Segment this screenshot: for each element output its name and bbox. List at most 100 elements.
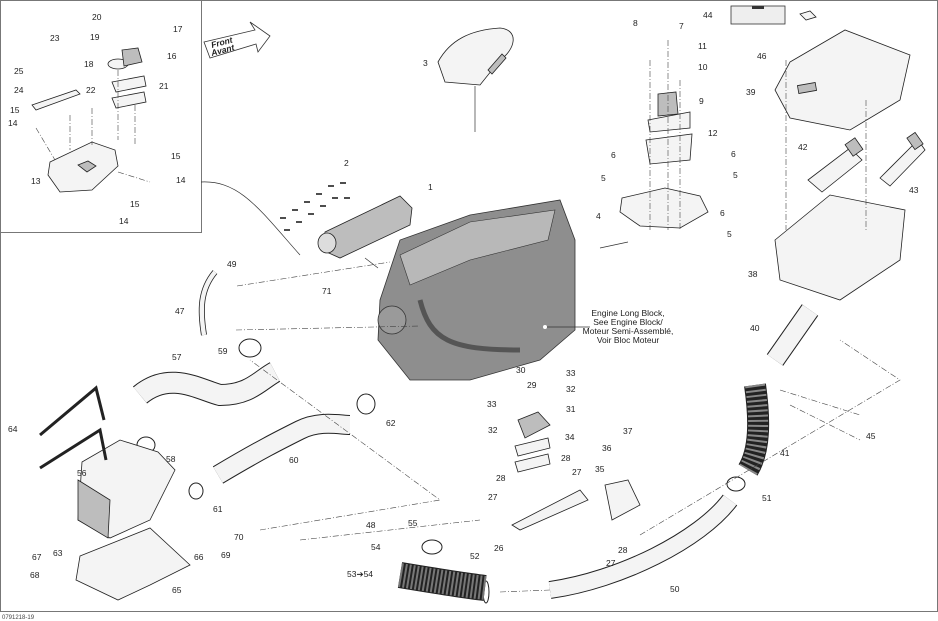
callout-63: 63: [53, 548, 63, 558]
callout-53: 53➔54: [347, 569, 373, 579]
callout-19: 19: [90, 32, 100, 42]
callout-57: 57: [172, 352, 182, 362]
bellows-41: [738, 383, 770, 476]
callout-52: 52: [470, 551, 480, 561]
callout-15a: 15: [10, 105, 20, 115]
engine-long-block: [377, 199, 576, 381]
main-dash-lines: [235, 261, 901, 593]
intercooler-hose-60: [212, 413, 351, 484]
callout-46: 46: [757, 51, 767, 61]
callout-58: 58: [166, 454, 176, 464]
engine-note-line-1: Engine Long Block,: [591, 308, 664, 318]
callout-69: 69: [221, 550, 231, 560]
callout-39: 39: [746, 87, 756, 97]
callout-44: 44: [703, 10, 713, 20]
bolts-2: [280, 182, 350, 231]
callout-30: 30: [516, 365, 526, 375]
callout-42: 42: [798, 142, 808, 152]
callout-60: 60: [289, 455, 299, 465]
callout-34: 34: [565, 432, 575, 442]
callout-5b: 5: [733, 170, 738, 180]
callout-54: 54: [371, 542, 381, 552]
warning-label-44: [730, 5, 817, 25]
hose-43: [879, 131, 926, 187]
callout-18: 18: [84, 59, 94, 69]
engine-note: Engine Long Block, See Engine Block/ Mot…: [583, 308, 674, 345]
shims-21: [111, 75, 147, 109]
callout-45: 45: [866, 431, 876, 441]
callout-28a: 28: [496, 473, 506, 483]
callout-65: 65: [172, 585, 182, 595]
hose-47: [198, 270, 218, 336]
callout-33b: 33: [566, 368, 576, 378]
support-plate-65: [75, 527, 191, 601]
bellows-53: [397, 562, 487, 601]
callout-27b: 27: [572, 467, 582, 477]
callout-48: 48: [366, 520, 376, 530]
engine-note-line-2: See Engine Block/: [593, 317, 663, 327]
callout-17: 17: [173, 24, 183, 34]
callout-12: 12: [708, 128, 718, 138]
rear-mount-assembly: [599, 40, 709, 249]
callout-9: 9: [699, 96, 704, 106]
inset-box: [0, 0, 202, 233]
callout-26: 26: [494, 543, 504, 553]
callout-20: 20: [92, 12, 102, 22]
front-mount-26: [511, 489, 589, 531]
hose-42: [807, 137, 864, 193]
callout-31: 31: [566, 404, 576, 414]
callout-8: 8: [633, 18, 638, 28]
callout-14c: 14: [119, 216, 129, 226]
tube-40: [766, 304, 819, 366]
callout-3: 3: [423, 58, 428, 68]
callout-68: 68: [30, 570, 40, 580]
mount-plate-22: [31, 89, 81, 111]
intercooler-hose-57: [132, 362, 281, 407]
callout-27c: 27: [606, 558, 616, 568]
callout-25: 25: [14, 66, 24, 76]
callout-71: 71: [322, 286, 332, 296]
straps-64: [39, 385, 108, 470]
callout-64: 64: [8, 424, 18, 434]
callout-6a: 6: [611, 150, 616, 160]
engine-cover-3: [437, 27, 514, 132]
engine-note-line-4: Voir Bloc Moteur: [597, 335, 660, 345]
airbox-base-38: [774, 194, 906, 301]
callout-32a: 32: [488, 425, 498, 435]
rubber-mount-18: [107, 47, 143, 70]
callout-70: 70: [234, 532, 244, 542]
intercooler-56: [77, 439, 176, 539]
front-direction-arrow: Front Avant: [203, 21, 271, 59]
inset-dash-lines: [35, 70, 151, 183]
callout-6b: 6: [731, 149, 736, 159]
figure-id: 0791218-19: [2, 615, 35, 621]
callout-28c: 28: [618, 545, 628, 555]
callout-59: 59: [218, 346, 228, 356]
callout-55: 55: [408, 518, 418, 528]
callout-15b: 15: [171, 151, 181, 161]
callout-27a: 27: [488, 492, 498, 502]
callout-4: 4: [596, 211, 601, 221]
intake-manifold-1: [317, 195, 413, 269]
engine-mount-bracket-13: [47, 141, 119, 193]
callout-36: 36: [602, 443, 612, 453]
shims-34: [514, 437, 551, 473]
callout-15c: 15: [130, 199, 140, 209]
callout-1: 1: [428, 182, 433, 192]
callout-22: 22: [86, 85, 96, 95]
airbox-dash-lines: [785, 60, 867, 230]
callout-6c: 6: [720, 208, 725, 218]
callout-11: 11: [698, 41, 707, 51]
airbox-cover-39: [774, 29, 911, 131]
callout-21: 21: [159, 81, 169, 91]
callout-66: 66: [194, 552, 204, 562]
callout-67: 67: [32, 552, 42, 562]
callout-56: 56: [77, 468, 87, 478]
callout-61: 61: [213, 504, 223, 514]
callout-40: 40: [750, 323, 760, 333]
callout-38: 38: [748, 269, 758, 279]
callout-37: 37: [623, 426, 633, 436]
callout-49: 49: [227, 259, 237, 269]
callout-51: 51: [762, 493, 772, 503]
callout-24: 24: [14, 85, 24, 95]
